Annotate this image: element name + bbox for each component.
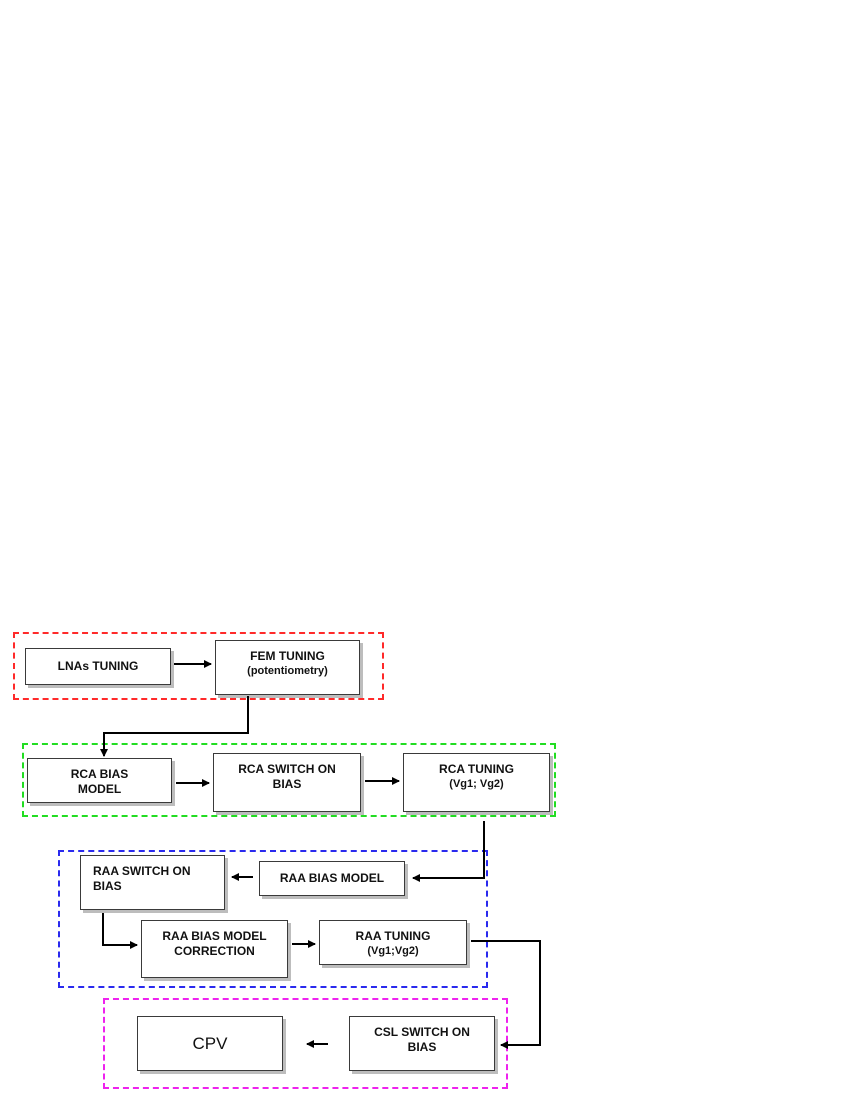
lnas-tuning-box: LNAs TUNING — [25, 648, 171, 685]
raa-tuning-box: RAA TUNING (Vg1;Vg2) — [319, 920, 467, 965]
raa-bias-model-correction-box: RAA BIAS MODEL CORRECTION — [141, 920, 288, 978]
rca-switch-on-bias-label: RCA SWITCH ON — [238, 762, 336, 776]
raa-stage-group — [58, 850, 488, 988]
csl-switch-on-bias-box: CSL SWITCH ON BIAS — [349, 1016, 495, 1071]
raa-switch-on-bias-box: RAA SWITCH ON BIAS — [80, 855, 225, 910]
fem-tuning-sublabel: (potentiometry) — [247, 665, 328, 677]
raa-bias-model-correction-label: RAA BIAS MODEL — [162, 929, 267, 943]
fem-tuning-label: FEM TUNING — [250, 649, 325, 663]
rca-tuning-sublabel: (Vg1; Vg2) — [449, 778, 504, 790]
rca-tuning-label: RCA TUNING — [439, 762, 514, 776]
rca-bias-model-box: RCA BIAS MODEL — [27, 758, 172, 803]
cpv-label: CPV — [192, 1034, 228, 1053]
lnas-tuning-label: LNAs TUNING — [57, 659, 139, 673]
csl-switch-on-bias-label: CSL SWITCH ON — [374, 1025, 470, 1039]
rca-stage-group — [22, 743, 556, 817]
raa-tuning-sublabel: (Vg1;Vg2) — [367, 945, 419, 957]
rca-tuning-box: RCA TUNING (Vg1; Vg2) — [403, 753, 550, 812]
raa-bias-model-correction-label-2: CORRECTION — [174, 944, 255, 958]
rca-bias-model-label-2: MODEL — [77, 782, 122, 796]
csl-switch-on-bias-label-2: BIAS — [407, 1040, 437, 1054]
raa-tuning-label: RAA TUNING — [355, 929, 431, 943]
raa-bias-model-box: RAA BIAS MODEL — [259, 861, 405, 896]
rca-switch-on-bias-label-2: BIAS — [272, 777, 302, 791]
rca-switch-on-bias-box: RCA SWITCH ON BIAS — [213, 753, 361, 812]
fem-tuning-box: FEM TUNING (potentiometry) — [215, 640, 360, 695]
cpv-box: CPV — [137, 1016, 283, 1071]
rca-bias-model-label: RCA BIAS — [70, 767, 129, 781]
raa-switch-on-bias-label-2: BIAS — [93, 879, 122, 893]
raa-bias-model-label: RAA BIAS MODEL — [279, 871, 385, 885]
raa-switch-on-bias-label: RAA SWITCH ON — [93, 864, 191, 878]
